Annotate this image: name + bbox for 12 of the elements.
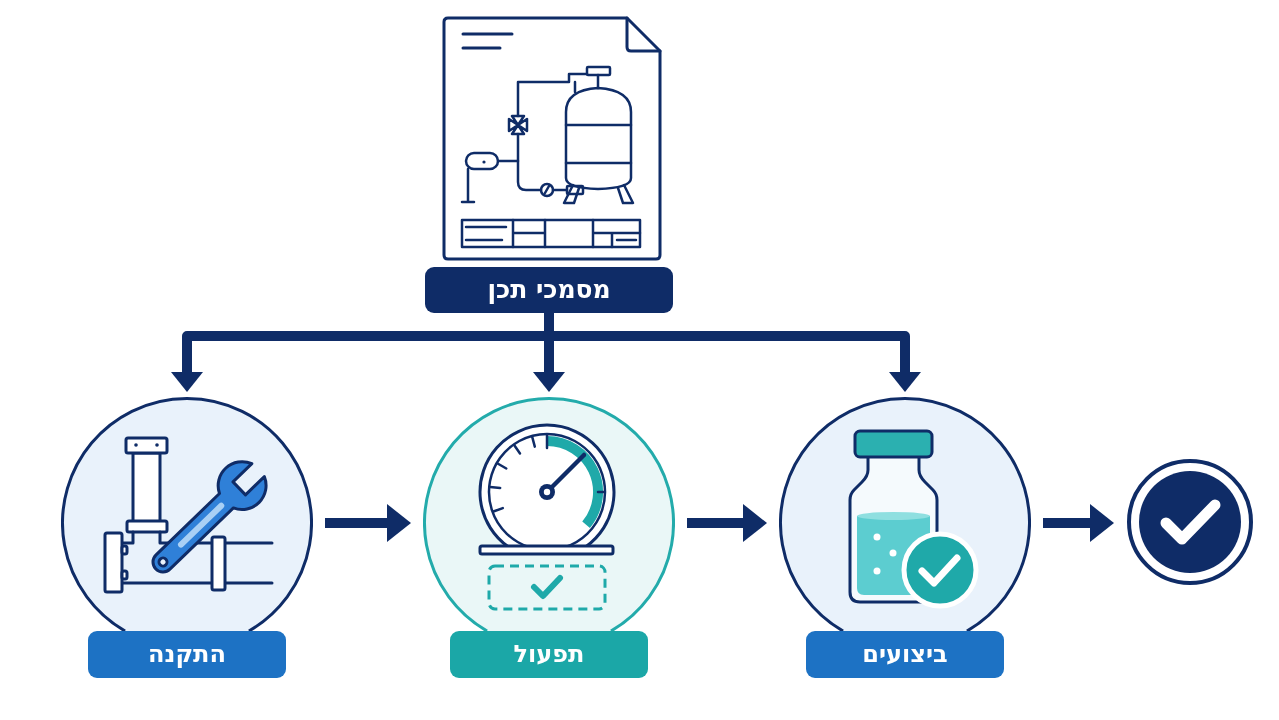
arrow <box>171 331 549 392</box>
document-label: מסמכי תכן <box>425 267 673 313</box>
arrow <box>1043 504 1114 542</box>
connector-line <box>544 313 554 331</box>
stage-label: התקנה <box>88 631 286 678</box>
stage-label: תפעול <box>450 631 648 678</box>
arrow <box>687 504 767 542</box>
arrow <box>549 331 921 392</box>
arrow <box>533 341 565 392</box>
arrow <box>325 504 411 542</box>
stage-label: ביצועים <box>806 631 1004 678</box>
check-circle-icon <box>1126 458 1254 586</box>
